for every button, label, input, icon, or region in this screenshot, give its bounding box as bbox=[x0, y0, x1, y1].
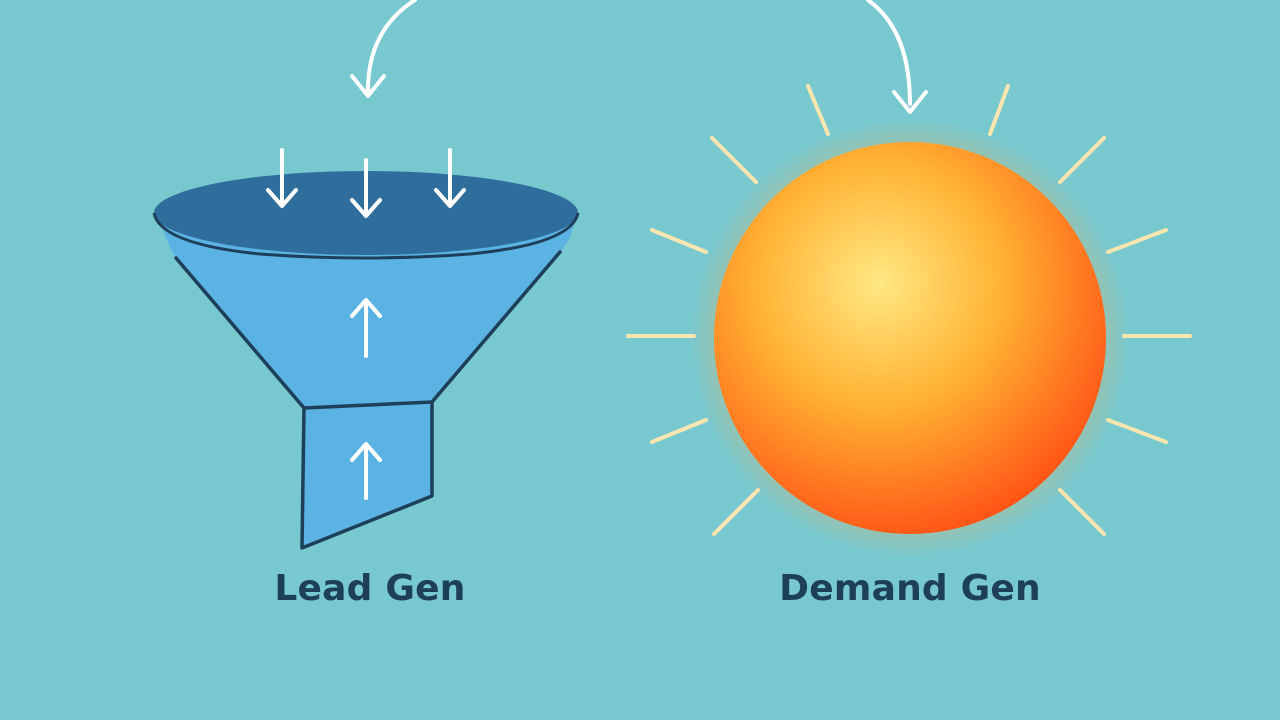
down-arrow-3 bbox=[434, 148, 466, 208]
down-arrow-2 bbox=[350, 158, 382, 218]
demand-gen-label: Demand Gen bbox=[779, 568, 1041, 609]
down-arrow-1 bbox=[266, 148, 298, 208]
sun-icon bbox=[690, 118, 1130, 558]
lead-gen-label: Lead Gen bbox=[274, 568, 466, 609]
curved-arrow-left bbox=[350, 0, 417, 98]
up-arrow-cone bbox=[350, 298, 382, 358]
up-arrow-spout bbox=[350, 442, 382, 500]
sun-rays bbox=[626, 84, 1192, 536]
curved-arrow-right bbox=[866, 0, 928, 114]
